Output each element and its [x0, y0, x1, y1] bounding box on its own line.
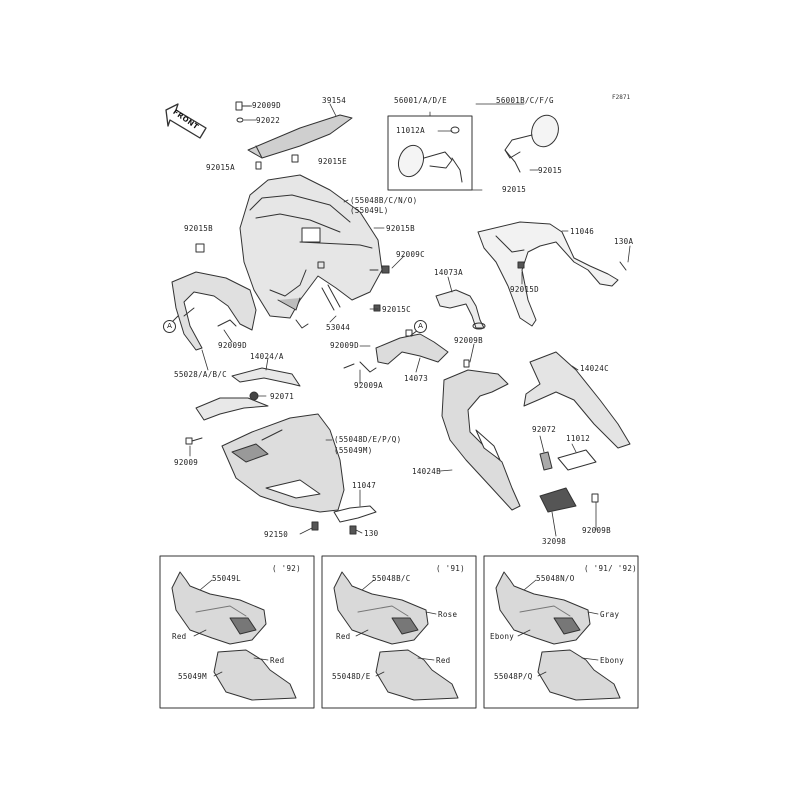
- panel-1-color-2: Red: [270, 656, 285, 665]
- label-92015-stay: 92015: [502, 185, 527, 194]
- left-inner-panel-55028: [171, 243, 257, 351]
- label-92071: 92071: [270, 392, 295, 401]
- label-92009D-left: 92009D: [218, 341, 247, 350]
- panel-2-color-1: Red: [336, 632, 351, 641]
- panel-1-year: ( '92): [272, 564, 301, 573]
- fasteners-lower: [311, 505, 377, 535]
- panel-2-upper-part: 55048B/C: [372, 574, 411, 583]
- panel-3-fairing: [495, 571, 621, 701]
- panel-1-lower-part: 55049M: [178, 672, 207, 681]
- trim-14024A: [195, 367, 301, 421]
- front-arrow-icon: [165, 103, 207, 139]
- label-92015-mirror: 92015: [538, 166, 563, 175]
- label-11012A: 11012A: [396, 126, 425, 135]
- label-92009D-mid: 92009D: [330, 341, 359, 350]
- lower-cowl-right: [441, 359, 521, 511]
- panel-1-fairing: [171, 571, 297, 701]
- panel-3-color-0: Gray: [600, 610, 620, 619]
- bracket-14073: [343, 329, 449, 373]
- panel-leaders: [193, 579, 599, 677]
- label-55028: 55028/A/B/C: [174, 370, 227, 379]
- label-130: 130: [364, 529, 379, 538]
- lower-cowl-left: [185, 413, 345, 513]
- trim-14024C: [523, 351, 631, 449]
- panel-3-year: ( '91/ '92): [584, 564, 637, 573]
- label-92015B-left: 92015B: [184, 224, 213, 233]
- label-14024C: 14024C: [580, 364, 609, 373]
- label-92022: 92022: [256, 116, 281, 125]
- figure-id: F2871: [612, 94, 631, 101]
- label-55048D: (55048D/E/P/Q): [334, 435, 402, 444]
- small-parts-right: [539, 449, 599, 513]
- mirror-right: [504, 114, 559, 173]
- panel-2-lower-part: 55048D/E: [332, 672, 371, 681]
- part-53044: [321, 284, 341, 311]
- panel-2-year: ( '91): [436, 564, 465, 573]
- panel-2-color-0: Rose: [438, 610, 458, 619]
- label-92015D: 92015D: [510, 285, 539, 294]
- leader-lines: [189, 103, 631, 537]
- callout-a-right: A: [414, 320, 427, 333]
- panel-2-color-2: Red: [436, 656, 451, 665]
- panel-3-color-2: Ebony: [600, 656, 625, 665]
- panel-2-fairing: [333, 571, 459, 701]
- label-39154: 39154: [322, 96, 347, 105]
- label-56001: 56001/A/D/E: [394, 96, 447, 105]
- label-32098: 32098: [542, 537, 567, 546]
- label-11046: 11046: [570, 227, 595, 236]
- label-92009C: 92009C: [396, 250, 425, 259]
- label-130A: 130A: [614, 237, 634, 246]
- label-55048B: (55048B/C/N/O): [350, 196, 418, 205]
- bolt-92009C: [369, 265, 390, 274]
- label-92009D-top: 92009D: [252, 101, 281, 110]
- label-56001B: 56001B/C/F/G: [496, 96, 554, 105]
- panel-3-color-1: Ebony: [490, 632, 515, 641]
- label-92009B-top: 92009B: [454, 336, 483, 345]
- panel-3-lower-part: 55048P/Q: [494, 672, 533, 681]
- label-14073A: 14073A: [434, 268, 463, 277]
- label-11012: 11012: [566, 434, 591, 443]
- nut-92015C: [373, 304, 381, 312]
- label-53044: 53044: [326, 323, 351, 332]
- label-92072: 92072: [532, 425, 557, 434]
- bracket-14073A: [435, 289, 486, 330]
- label-92015A: 92015A: [206, 163, 235, 172]
- panel-1-color-1: Red: [172, 632, 187, 641]
- label-92009-left: 92009: [174, 458, 199, 467]
- label-92009A: 92009A: [354, 381, 383, 390]
- color-panels: [159, 555, 639, 709]
- upper-cowl: [239, 174, 383, 329]
- label-11047: 11047: [352, 481, 377, 490]
- label-14073: 14073: [404, 374, 429, 383]
- label-92015B-right: 92015B: [386, 224, 415, 233]
- label-92009B-bottom: 92009B: [582, 526, 611, 535]
- label-14024A: 14024/A: [250, 352, 284, 361]
- panel-1-upper-part: 55049L: [212, 574, 241, 583]
- label-92150: 92150: [264, 530, 289, 539]
- label-55049L: (55049L): [350, 206, 389, 215]
- label-55049M: (55049M): [334, 446, 373, 455]
- bracket-11046: [477, 221, 627, 327]
- label-92015C: 92015C: [382, 305, 411, 314]
- panel-3-upper-part: 55048N/O: [536, 574, 575, 583]
- label-92015E: 92015E: [318, 157, 347, 166]
- label-14024B: 14024B: [412, 467, 441, 476]
- callout-a-left: A: [163, 320, 176, 333]
